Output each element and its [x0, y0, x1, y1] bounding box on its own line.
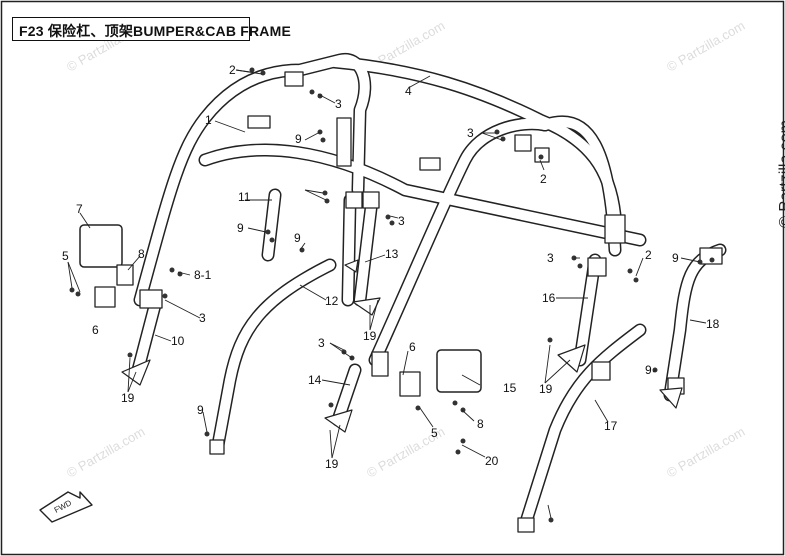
watermark: © Partzilla.com: [664, 424, 747, 481]
watermark: © Partzilla.com: [64, 424, 147, 481]
callout-7: 7: [76, 202, 83, 216]
mirror-part-7: [79, 224, 123, 268]
copyright-watermark: © Partzilla.com: [777, 120, 785, 228]
callout-2: 2: [540, 172, 547, 186]
callout-9: 9: [197, 403, 204, 417]
callout-8: 8: [138, 247, 145, 261]
title-box: F23 保险杠、顶架BUMPER&CAB FRAME: [12, 17, 291, 41]
callout-17: 17: [604, 419, 618, 433]
callout-3: 3: [318, 336, 325, 350]
callout-12: 12: [325, 294, 339, 308]
callout-3: 3: [335, 97, 342, 111]
callout-19: 19: [539, 382, 553, 396]
callout-13: 13: [385, 247, 399, 261]
callout-9: 9: [237, 221, 244, 235]
callout-11: 11: [238, 190, 251, 204]
callout-9: 9: [294, 231, 301, 245]
cab-frame-drawing: [39, 52, 727, 533]
callout-2: 2: [229, 63, 236, 77]
callout-8-1: 8-1: [194, 268, 212, 282]
watermark: © Partzilla.com: [664, 18, 747, 75]
callout-19: 19: [121, 391, 135, 405]
callout-6: 6: [409, 340, 416, 354]
callout-6: 6: [92, 323, 99, 337]
callout-1: 1: [205, 113, 212, 127]
callout-3: 3: [547, 251, 554, 265]
callout-3: 3: [467, 126, 474, 140]
fasteners: [69, 67, 715, 523]
callout-labels: 1 2 2 2 3 3 3 3 3 3 4 5 5 6 6 7 8 8 8-1 …: [62, 63, 720, 471]
callout-18: 18: [706, 317, 720, 331]
page-title: F23 保险杠、顶架BUMPER&CAB FRAME: [19, 23, 291, 39]
callout-9: 9: [672, 251, 679, 265]
callout-9: 9: [295, 132, 302, 146]
callout-5: 5: [62, 249, 69, 263]
callout-3: 3: [398, 214, 405, 228]
leader-lines: [67, 69, 707, 519]
callout-16: 16: [542, 291, 556, 305]
callout-9: 9: [645, 363, 652, 377]
mirror-part-15: [436, 349, 482, 393]
callout-2: 2: [645, 248, 652, 262]
copyright-text: © Partzilla.com: [777, 120, 785, 228]
callout-10: 10: [171, 334, 185, 348]
callout-3: 3: [199, 311, 206, 325]
callout-20: 20: [485, 454, 499, 468]
callout-19: 19: [325, 457, 339, 471]
fwd-arrow-icon: [39, 491, 93, 523]
callout-15: 15: [503, 381, 517, 395]
callout-4: 4: [405, 84, 412, 98]
callout-5: 5: [431, 426, 438, 440]
callout-19: 19: [363, 329, 377, 343]
callout-8: 8: [477, 417, 484, 431]
callout-14: 14: [308, 373, 322, 387]
